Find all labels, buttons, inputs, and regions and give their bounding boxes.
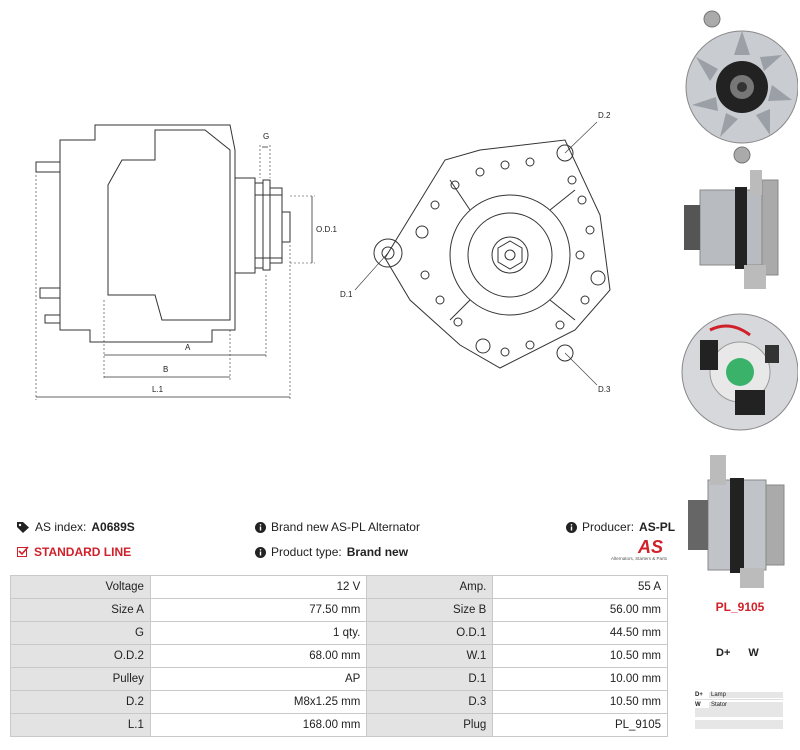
side-view-outline <box>59 124 236 343</box>
product-photo-side-2 <box>680 450 798 595</box>
spec-label: Amp. <box>366 575 494 599</box>
terminal-d-plus: D+ <box>716 647 731 659</box>
producer-label: Producer: <box>582 520 635 534</box>
front-view-outline <box>384 139 611 369</box>
spec-label: D.2 <box>10 690 151 714</box>
spec-value: M8x1.25 mm <box>149 690 368 714</box>
spec-label: Pulley <box>10 667 151 691</box>
as-index-value: A0689S <box>91 520 135 534</box>
product-type: Product type: Brand new <box>255 545 408 559</box>
info-icon <box>566 521 577 533</box>
product-type-label: Product type: <box>271 545 342 559</box>
spec-label: D.3 <box>366 690 494 714</box>
spec-label: Size A <box>10 598 151 622</box>
product-photo-rear <box>680 300 798 445</box>
as-index-label: AS index: <box>35 520 87 534</box>
spec-value: 1 qty. <box>149 621 368 645</box>
checkbox-icon <box>17 546 29 557</box>
product-type-value: Brand new <box>346 545 409 559</box>
product-photo-front <box>680 5 798 170</box>
spec-label: D.1 <box>366 667 494 691</box>
spec-label: Voltage <box>10 575 151 599</box>
spec-value: 10.50 mm <box>492 644 668 668</box>
spec-value: AP <box>149 667 368 691</box>
logo-tagline: Alternators, Starters & Parts <box>610 556 667 561</box>
label-a: A <box>185 343 191 352</box>
spec-value: 12 V <box>149 575 368 599</box>
spec-value: 10.50 mm <box>492 690 668 714</box>
spec-value: 77.50 mm <box>149 598 368 622</box>
spec-value: PL_9105 <box>492 713 668 737</box>
side-view-inner <box>107 129 231 321</box>
producer: Producer: AS-PL <box>566 520 675 534</box>
plug-code: PL_9105 <box>715 600 765 614</box>
spec-value: 168.00 mm <box>149 713 368 737</box>
label-d3: D.3 <box>598 385 611 394</box>
spec-value: 55 A <box>492 575 668 599</box>
spec-label: L.1 <box>10 713 151 737</box>
legend-desc: Stator <box>709 701 783 708</box>
legend-row: D+ Lamp <box>695 690 783 700</box>
spec-value: 68.00 mm <box>149 644 368 668</box>
product-photo-side <box>680 165 798 295</box>
legend-key: W <box>695 701 701 708</box>
spec-label: W.1 <box>366 644 494 668</box>
spec-value: 10.00 mm <box>492 667 668 691</box>
tag-icon <box>17 521 29 533</box>
legend-blank-row <box>695 708 783 717</box>
standard-line-label: STANDARD LINE <box>34 545 132 559</box>
spec-label: O.D.2 <box>10 644 151 668</box>
legend-key: D+ <box>695 691 703 698</box>
label-b: B <box>163 365 169 374</box>
as-pl-logo: AS Alternators, Starters & Parts <box>605 538 667 568</box>
spec-label: G <box>10 621 151 645</box>
label-l1: L.1 <box>152 385 164 394</box>
description-text: Brand new AS-PL Alternator <box>271 520 420 534</box>
legend-desc: Lamp <box>709 691 783 698</box>
info-icon <box>255 546 266 558</box>
spec-value: 56.00 mm <box>492 598 668 622</box>
legend-blank-row <box>695 720 783 729</box>
label-d2: D.2 <box>598 111 611 120</box>
label-d1: D.1 <box>340 290 353 299</box>
label-g: G <box>263 132 270 141</box>
info-icon <box>255 521 266 533</box>
spec-label: Size B <box>366 598 494 622</box>
label-od1: O.D.1 <box>316 225 337 234</box>
standard-line: STANDARD LINE <box>17 545 131 559</box>
description: Brand new AS-PL Alternator <box>255 520 420 534</box>
spec-label: Plug <box>366 713 494 737</box>
as-index: AS index: A0689S <box>17 520 135 534</box>
spec-label: O.D.1 <box>366 621 494 645</box>
producer-value: AS-PL <box>639 520 676 534</box>
plug-terminals: D+ W <box>716 647 759 659</box>
terminal-w: W <box>748 647 759 659</box>
technical-drawing <box>35 121 611 400</box>
logo-text: AS <box>637 537 663 557</box>
spec-value: 44.50 mm <box>492 621 668 645</box>
